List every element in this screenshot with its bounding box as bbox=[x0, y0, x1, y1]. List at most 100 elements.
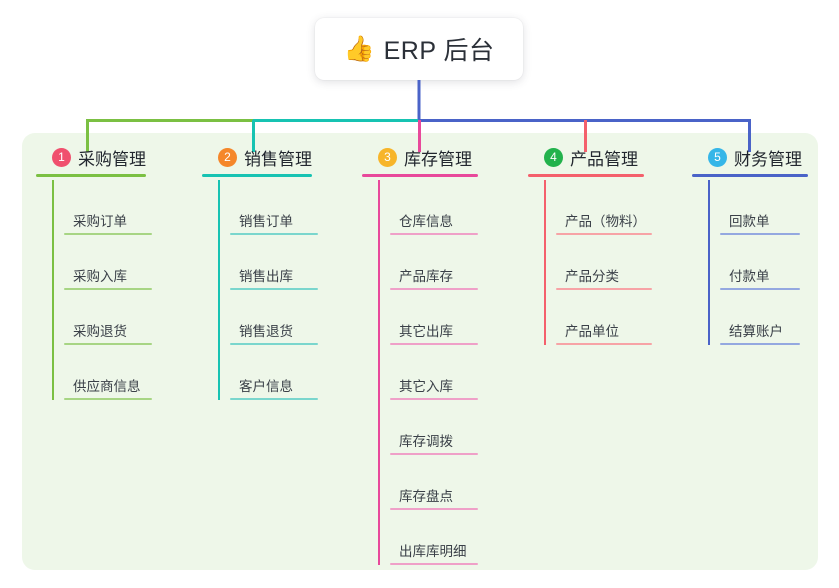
branch-header-rule bbox=[202, 174, 312, 177]
branch-item-list: 仓库信息产品库存其它出库其它入库库存调拨库存盘点出库库明细 bbox=[362, 180, 478, 565]
branch-header-4[interactable]: 4 产品管理 bbox=[528, 144, 646, 177]
branch-item[interactable]: 产品单位 bbox=[544, 290, 652, 345]
branch-header-3[interactable]: 3 库存管理 bbox=[362, 144, 478, 177]
branch-item-rule bbox=[230, 398, 318, 400]
branch-item-rule bbox=[64, 343, 152, 345]
branch-item-label: 产品库存 bbox=[399, 269, 453, 284]
branch-item-rule bbox=[556, 288, 652, 290]
branch-item-label: 产品分类 bbox=[565, 269, 619, 284]
branch-item-rule bbox=[556, 233, 652, 235]
branch-item[interactable]: 产品库存 bbox=[378, 235, 478, 290]
branch-item[interactable]: 销售出库 bbox=[218, 235, 318, 290]
branch-item-label: 供应商信息 bbox=[73, 379, 141, 394]
branch-header-1[interactable]: 1 采购管理 bbox=[36, 144, 146, 177]
branch-item-rule bbox=[230, 343, 318, 345]
branch-item-label: 销售出库 bbox=[239, 269, 293, 284]
branch-number-badge: 3 bbox=[378, 147, 397, 167]
branch-header-2[interactable]: 2 销售管理 bbox=[202, 144, 312, 177]
branch-item[interactable]: 采购退货 bbox=[52, 290, 152, 345]
branch-item-rule bbox=[390, 508, 478, 510]
branch-header-5[interactable]: 5 财务管理 bbox=[692, 144, 808, 177]
branch-item-list: 回款单付款单结算账户 bbox=[692, 180, 802, 345]
branch-header-label: 产品管理 bbox=[570, 149, 638, 169]
branch-item-rule bbox=[720, 343, 800, 345]
branch-number-badge: 1 bbox=[52, 147, 71, 167]
branch-item[interactable]: 客户信息 bbox=[218, 345, 318, 400]
branch-item[interactable]: 销售订单 bbox=[218, 180, 318, 235]
branch-column-5: 5 财务管理回款单付款单结算账户 bbox=[692, 144, 808, 345]
branch-number-badge: 2 bbox=[218, 147, 237, 167]
branch-item-label: 出库库明细 bbox=[399, 544, 467, 559]
branch-item-label: 回款单 bbox=[729, 214, 770, 229]
branch-item[interactable]: 采购入库 bbox=[52, 235, 152, 290]
branch-item-label: 其它入库 bbox=[399, 379, 453, 394]
branch-item-label: 客户信息 bbox=[239, 379, 293, 394]
branch-header-label: 财务管理 bbox=[734, 149, 802, 169]
branch-item-label: 采购退货 bbox=[73, 324, 127, 339]
branch-item-rule bbox=[390, 288, 478, 290]
branch-spine bbox=[544, 180, 546, 345]
branch-item-label: 销售订单 bbox=[239, 214, 293, 229]
branch-spine bbox=[708, 180, 710, 345]
thumbs-up-icon: 👍 bbox=[343, 34, 375, 63]
branch-item[interactable]: 供应商信息 bbox=[52, 345, 152, 400]
branch-item-rule bbox=[556, 343, 652, 345]
branch-spine bbox=[378, 180, 380, 565]
branch-item-label: 付款单 bbox=[729, 269, 770, 284]
branch-column-4: 4 产品管理产品（物料） 产品分类产品单位 bbox=[528, 144, 652, 345]
branch-header-label: 销售管理 bbox=[244, 149, 312, 169]
branch-item-label: 仓库信息 bbox=[399, 214, 453, 229]
branch-item-label: 采购订单 bbox=[73, 214, 127, 229]
branch-column-2: 2 销售管理销售订单销售出库销售退货客户信息 bbox=[202, 144, 318, 400]
branch-item[interactable]: 其它出库 bbox=[378, 290, 478, 345]
branch-item-label: 其它出库 bbox=[399, 324, 453, 339]
branch-item[interactable]: 产品分类 bbox=[544, 235, 652, 290]
branch-header-rule bbox=[362, 174, 478, 177]
branch-item[interactable]: 库存盘点 bbox=[378, 455, 478, 510]
branch-item-rule bbox=[720, 288, 800, 290]
branch-item[interactable]: 采购订单 bbox=[52, 180, 152, 235]
branch-item-list: 产品（物料） 产品分类产品单位 bbox=[528, 180, 652, 345]
branch-item-label: 结算账户 bbox=[729, 324, 783, 339]
branch-item-rule bbox=[64, 288, 152, 290]
branch-item-label: 采购入库 bbox=[73, 269, 127, 284]
branch-item[interactable]: 回款单 bbox=[708, 180, 802, 235]
branch-item[interactable]: 付款单 bbox=[708, 235, 802, 290]
branch-item[interactable]: 库存调拨 bbox=[378, 400, 478, 455]
branch-item[interactable]: 出库库明细 bbox=[378, 510, 478, 565]
branch-item-list: 采购订单采购入库采购退货供应商信息 bbox=[36, 180, 152, 400]
branch-header-rule bbox=[36, 174, 146, 177]
branch-item-label: 库存调拨 bbox=[399, 434, 453, 449]
branch-spine bbox=[52, 180, 54, 400]
branch-column-1: 1 采购管理采购订单采购入库采购退货供应商信息 bbox=[36, 144, 152, 400]
branch-item-rule bbox=[390, 233, 478, 235]
branch-item-list: 销售订单销售出库销售退货客户信息 bbox=[202, 180, 318, 400]
branch-item-label: 销售退货 bbox=[239, 324, 293, 339]
branch-header-label: 库存管理 bbox=[404, 149, 472, 169]
branch-item-rule bbox=[230, 233, 318, 235]
branch-item[interactable]: 结算账户 bbox=[708, 290, 802, 345]
branch-item-rule bbox=[390, 398, 478, 400]
root-node[interactable]: 👍 ERP 后台 bbox=[315, 18, 523, 80]
branch-column-3: 3 库存管理仓库信息产品库存其它出库其它入库库存调拨库存盘点出库库明细 bbox=[362, 144, 478, 565]
branch-item-rule bbox=[390, 343, 478, 345]
branch-item-rule bbox=[390, 563, 478, 565]
branch-item[interactable]: 其它入库 bbox=[378, 345, 478, 400]
root-node-label: ERP 后台 bbox=[383, 37, 495, 65]
branch-item-rule bbox=[64, 398, 152, 400]
branch-item-label: 库存盘点 bbox=[399, 489, 453, 504]
branch-item[interactable]: 产品（物料） bbox=[544, 180, 652, 235]
branch-header-rule bbox=[528, 174, 644, 177]
branch-backdrop-panel bbox=[22, 133, 818, 570]
branch-number-badge: 4 bbox=[544, 147, 563, 167]
branch-item-rule bbox=[230, 288, 318, 290]
branch-item-rule bbox=[390, 453, 478, 455]
branch-item-label: 产品（物料） bbox=[565, 214, 646, 229]
branch-header-rule bbox=[692, 174, 808, 177]
branch-number-badge: 5 bbox=[708, 147, 727, 167]
branch-item[interactable]: 销售退货 bbox=[218, 290, 318, 345]
branch-item[interactable]: 仓库信息 bbox=[378, 180, 478, 235]
branch-header-label: 采购管理 bbox=[78, 149, 146, 169]
branch-item-label: 产品单位 bbox=[565, 324, 619, 339]
